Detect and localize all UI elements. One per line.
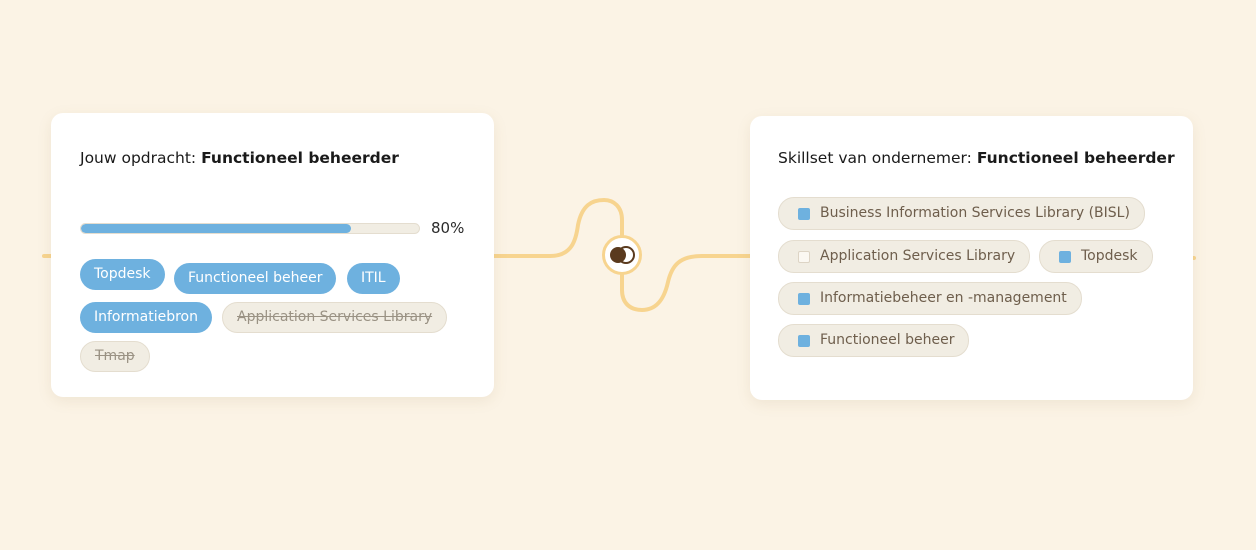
skill-item: Functioneel beheer — [778, 324, 970, 357]
missing-skill-tag: Application Services Library — [222, 302, 448, 333]
matched-skill-tag: ITIL — [347, 263, 400, 294]
matched-skill-tag: Functioneel beheer — [174, 263, 337, 294]
assignment-role: Functioneel beheerder — [201, 149, 399, 167]
skill-label: Functioneel beheer — [820, 332, 955, 348]
skill-label: Informatiebeheer en -management — [820, 290, 1067, 306]
skill-checkbox — [798, 251, 810, 263]
match-indicator — [602, 235, 642, 275]
match-percentage: 80% — [431, 219, 465, 237]
matched-skill-tag: Topdesk — [80, 259, 165, 290]
overlapping-circles-icon — [610, 246, 635, 264]
skill-checkbox — [798, 208, 810, 220]
assignment-title-prefix: Jouw opdracht: — [80, 149, 197, 167]
matched-skill-tag: Informatiebron — [80, 302, 212, 333]
skill-item: Topdesk — [1039, 240, 1153, 273]
skill-label: Topdesk — [1081, 248, 1138, 264]
skill-checkbox — [1059, 251, 1071, 263]
match-progress-bar — [80, 223, 420, 234]
missing-skill-tag: Tmap — [80, 341, 150, 372]
skill-item: Application Services Library — [778, 240, 1031, 273]
match-progress-fill — [81, 224, 352, 233]
assignment-card: Jouw opdracht: Functioneel beheerder 80%… — [51, 113, 494, 397]
skillset-title: Skillset van ondernemer: Functioneel beh… — [778, 149, 1175, 167]
skill-item: Informatiebeheer en -management — [778, 282, 1082, 315]
skill-checkbox — [798, 335, 810, 347]
skill-item: Business Information Services Library (B… — [778, 197, 1145, 230]
skill-label: Application Services Library — [820, 248, 1016, 264]
skillset-card: Skillset van ondernemer: Functioneel beh… — [750, 116, 1193, 400]
skill-checkbox — [798, 293, 810, 305]
skillset-role: Functioneel beheerder — [976, 149, 1175, 167]
skillset-title-prefix: Skillset van ondernemer: — [778, 149, 972, 167]
assignment-title: Jouw opdracht: Functioneel beheerder — [80, 149, 399, 167]
skill-label: Business Information Services Library (B… — [820, 205, 1130, 221]
